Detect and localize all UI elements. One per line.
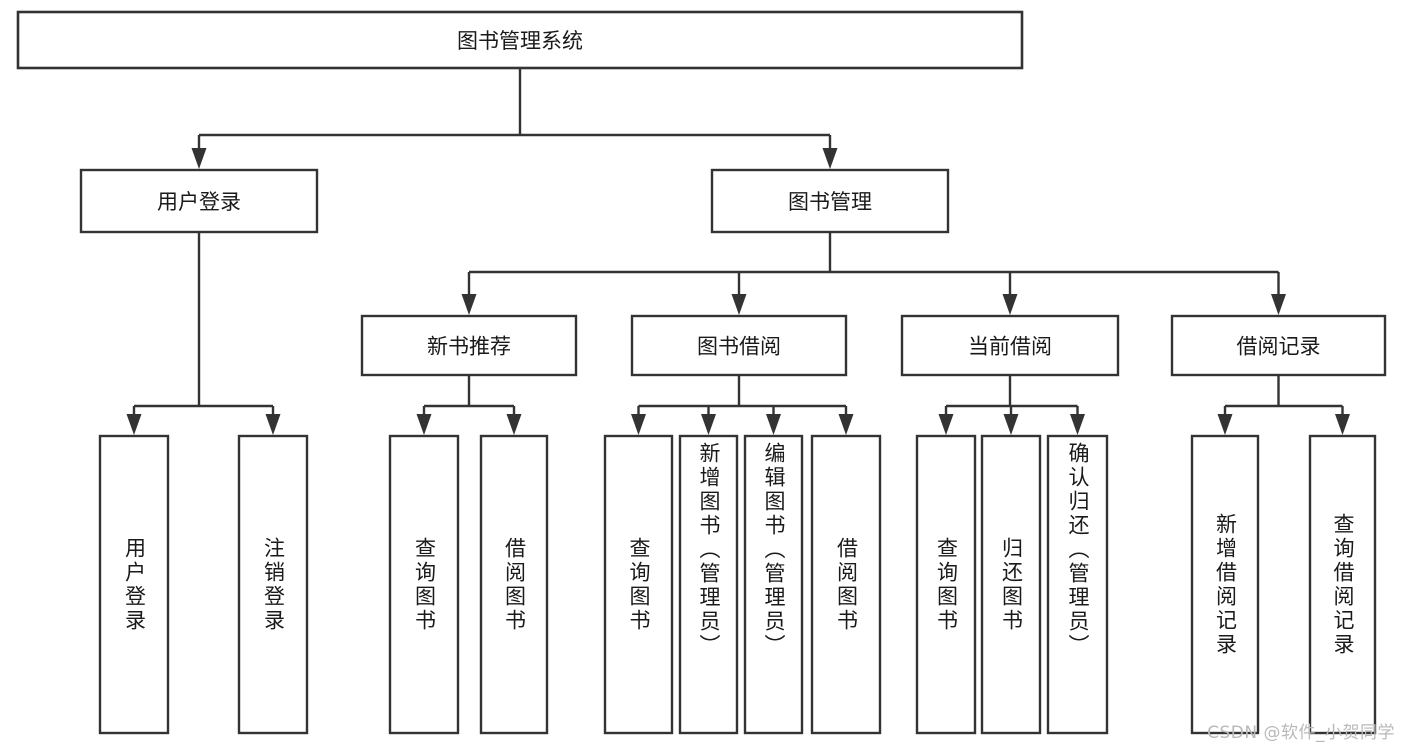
- arrow-head-icon: [1070, 414, 1085, 435]
- arrow-head-icon: [766, 414, 781, 435]
- arrow-head-icon: [822, 148, 838, 169]
- arrow-head-icon: [838, 414, 854, 435]
- node-box-level2: [710, 168, 950, 234]
- node-label-level2: 图书管理: [788, 190, 872, 214]
- arrow-head-icon: [631, 414, 646, 435]
- arrow-head-icon: [506, 414, 522, 435]
- node-box-leaf: [915, 434, 977, 735]
- watermark-text: CSDN @软件_小贺同学: [1207, 723, 1395, 743]
- node-box-leaf: [479, 434, 549, 735]
- node-box-leaf: [98, 434, 170, 735]
- node-label-level3: 新书推荐: [427, 335, 511, 359]
- node-box-leaf: [743, 434, 804, 735]
- arrow-head-icon: [461, 294, 477, 315]
- node-box-leaf: [388, 434, 460, 735]
- node-box-level3: [630, 314, 848, 377]
- node-label-level3: 图书借阅: [697, 335, 781, 359]
- arrow-head-icon: [265, 414, 281, 435]
- arrow-head-icon: [731, 294, 747, 315]
- boxes-layer: [16, 10, 1387, 735]
- node-label-level2: 用户登录: [157, 190, 241, 214]
- arrow-head-icon: [1335, 414, 1350, 435]
- arrow-head-icon: [1003, 414, 1019, 435]
- arrow-head-icon: [191, 148, 207, 169]
- node-label-root: 图书管理系统: [457, 29, 583, 53]
- node-label-level3: 当前借阅: [968, 335, 1052, 359]
- arrow-head-icon: [1002, 294, 1018, 315]
- node-box-leaf: [810, 434, 882, 735]
- node-box-leaf: [1308, 434, 1377, 735]
- arrow-head-icon: [938, 414, 954, 435]
- node-box-leaf: [678, 434, 739, 735]
- node-box-level3: [360, 314, 578, 377]
- node-box-root: [16, 10, 1024, 70]
- arrow-head-icon: [701, 414, 716, 435]
- node-box-leaf: [1046, 434, 1109, 735]
- arrow-head-icon: [1271, 294, 1286, 315]
- node-box-leaf: [237, 434, 309, 735]
- arrow-head-icon: [416, 414, 432, 435]
- node-box-leaf: [1190, 434, 1260, 735]
- arrow-head-icon: [1217, 414, 1233, 435]
- node-box-level3: [1170, 314, 1387, 377]
- node-box-level2: [79, 168, 319, 234]
- arrow-head-icon: [126, 414, 142, 435]
- node-box-level3: [900, 314, 1120, 377]
- node-label-level3: 借阅记录: [1237, 335, 1321, 359]
- node-box-leaf: [980, 434, 1042, 735]
- connectors-layer: [126, 68, 1350, 435]
- node-box-leaf: [603, 434, 674, 735]
